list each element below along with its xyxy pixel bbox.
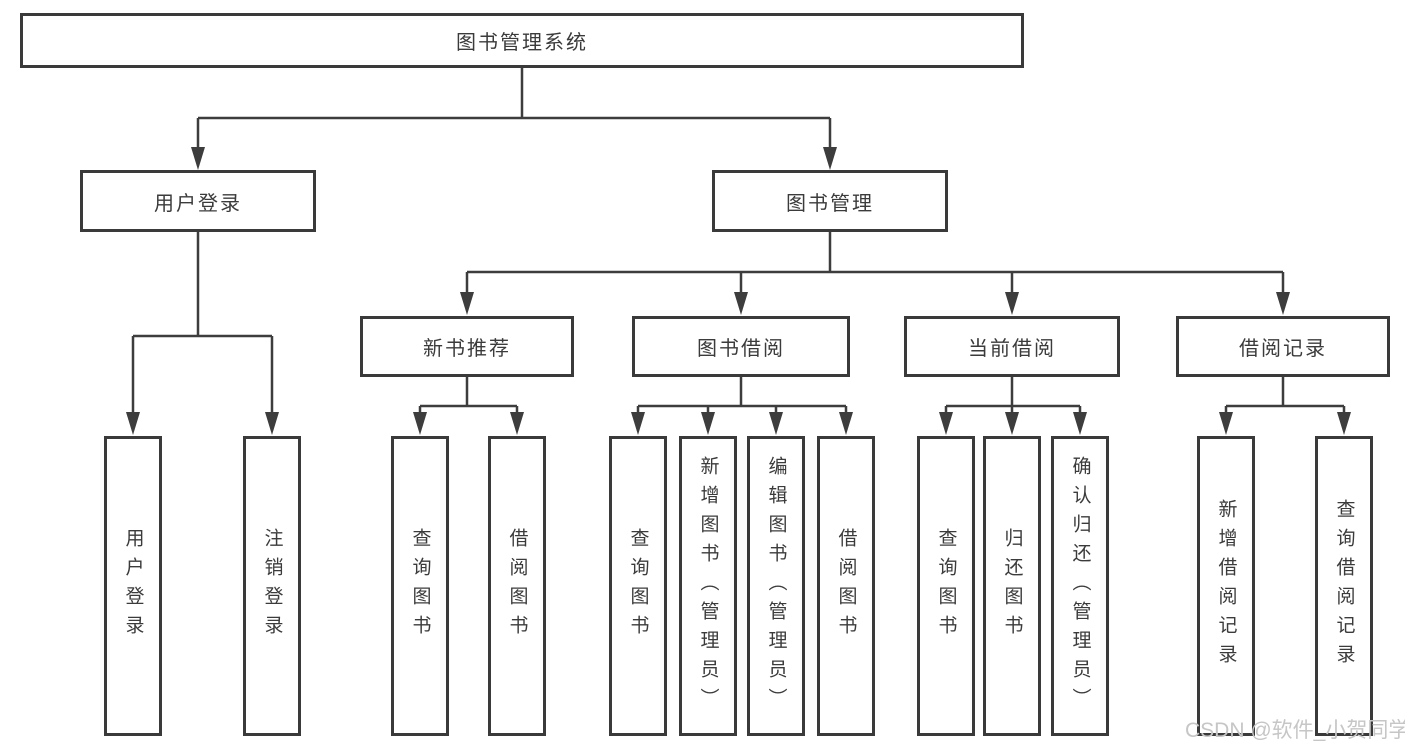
leaf-confirm-return-admin-label: 确认归还（管理员） [1069, 455, 1091, 717]
leaf-borrow-books-recommend-label: 借阅图书 [506, 528, 528, 644]
node-current-borrow: 当前借阅 [904, 316, 1120, 377]
node-root-label: 图书管理系统 [456, 32, 588, 54]
node-user-login: 用户登录 [80, 170, 316, 232]
leaf-logout: 注销登录 [243, 436, 301, 736]
leaf-query-books-borrow-label: 查询图书 [627, 528, 649, 644]
leaf-edit-book-admin: 编辑图书（管理员） [747, 436, 805, 736]
leaf-query-books-current: 查询图书 [917, 436, 975, 736]
node-new-book-recommend-label: 新书推荐 [423, 338, 511, 360]
leaf-edit-book-admin-label: 编辑图书（管理员） [765, 455, 787, 717]
leaf-user-login: 用户登录 [104, 436, 162, 736]
leaf-logout-label: 注销登录 [261, 528, 283, 644]
node-root: 图书管理系统 [20, 13, 1024, 68]
leaf-query-books-current-label: 查询图书 [935, 528, 957, 644]
node-book-management-label: 图书管理 [786, 192, 874, 215]
leaf-return-book-label: 归还图书 [1001, 528, 1023, 644]
leaf-add-borrow-record-label: 新增借阅记录 [1215, 499, 1237, 673]
leaf-add-book-admin-label: 新增图书（管理员） [697, 455, 719, 717]
watermark: CSDN @软件_小贺同学 [1185, 719, 1405, 742]
node-borrow-records-label: 借阅记录 [1239, 338, 1327, 360]
leaf-query-books-recommend: 查询图书 [391, 436, 449, 736]
leaf-borrow-books-borrow: 借阅图书 [817, 436, 875, 736]
leaf-query-books-recommend-label: 查询图书 [409, 528, 431, 644]
leaf-add-borrow-record: 新增借阅记录 [1197, 436, 1255, 736]
leaf-query-borrow-record: 查询借阅记录 [1315, 436, 1373, 736]
leaf-query-books-borrow: 查询图书 [609, 436, 667, 736]
node-book-management: 图书管理 [712, 170, 948, 232]
node-book-borrow-label: 图书借阅 [697, 338, 785, 360]
leaf-add-book-admin: 新增图书（管理员） [679, 436, 737, 736]
leaf-confirm-return-admin: 确认归还（管理员） [1051, 436, 1109, 736]
leaf-return-book: 归还图书 [983, 436, 1041, 736]
node-borrow-records: 借阅记录 [1176, 316, 1390, 377]
leaf-query-borrow-record-label: 查询借阅记录 [1333, 499, 1355, 673]
leaf-user-login-label: 用户登录 [122, 528, 144, 644]
node-new-book-recommend: 新书推荐 [360, 316, 574, 377]
leaf-borrow-books-recommend: 借阅图书 [488, 436, 546, 736]
node-user-login-label: 用户登录 [154, 192, 242, 215]
node-book-borrow: 图书借阅 [632, 316, 850, 377]
leaf-borrow-books-borrow-label: 借阅图书 [835, 528, 857, 644]
node-current-borrow-label: 当前借阅 [968, 338, 1056, 360]
